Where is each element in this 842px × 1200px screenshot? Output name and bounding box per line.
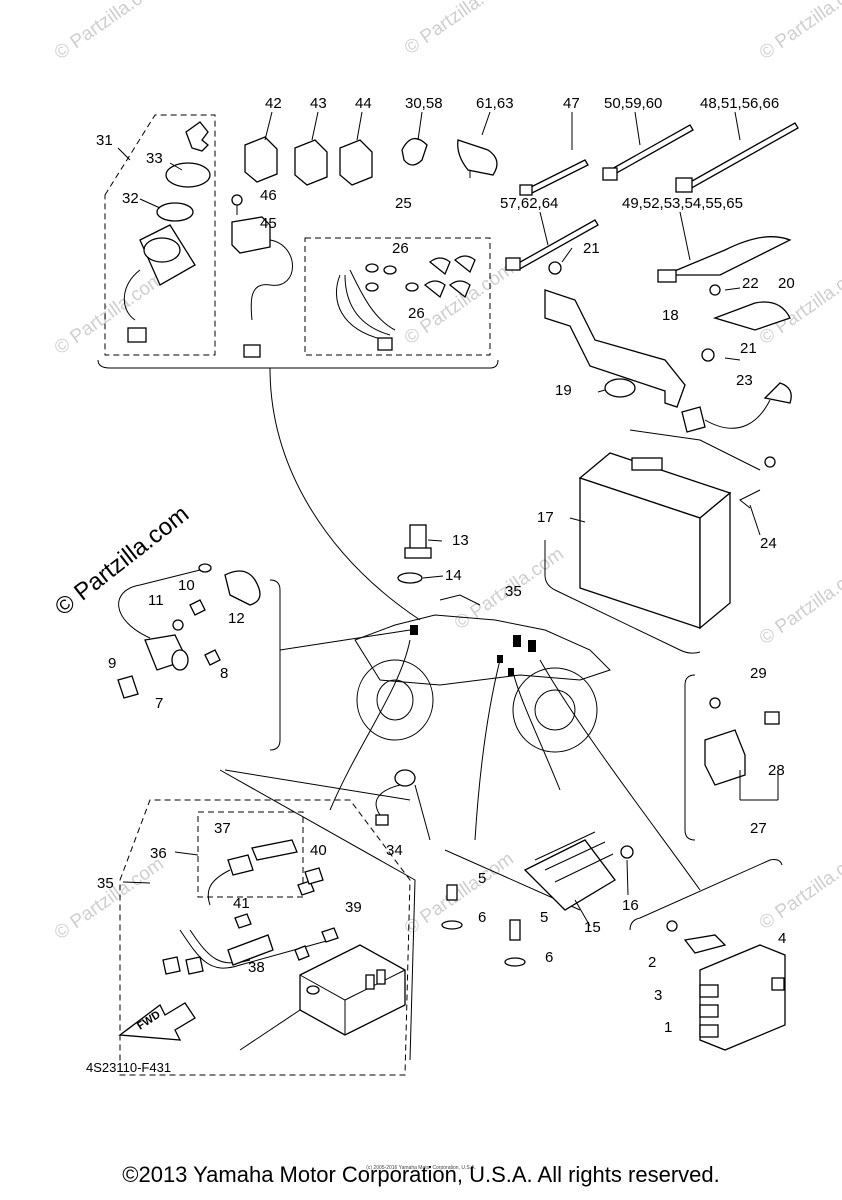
callout-label: 21 <box>740 340 757 357</box>
callout-label: 21 <box>583 240 600 257</box>
callout-label: 47 <box>563 95 580 112</box>
watermark: © Partzilla.com <box>756 843 842 934</box>
callout-label: 44 <box>355 95 372 112</box>
callout-label: 1 <box>664 1019 672 1036</box>
callout-label: 31 <box>96 132 113 149</box>
callout-label: 29 <box>750 665 767 682</box>
neutral-switch <box>224 769 431 841</box>
callout-label: 37 <box>214 820 231 837</box>
callout-label: 24 <box>760 535 777 552</box>
watermark: © Partzilla.com <box>756 0 842 64</box>
callout-label: 35 <box>97 875 114 892</box>
callout-label: 32 <box>122 190 139 207</box>
callout-label: 36 <box>150 845 167 862</box>
cdi-unit <box>629 859 786 1051</box>
callout-label: 16 <box>622 897 639 914</box>
clips <box>401 138 498 178</box>
callout-label: 26 <box>408 305 425 322</box>
callout-label: 3 <box>654 987 662 1004</box>
top-group-bracket <box>97 114 499 621</box>
callout-label: 10 <box>178 577 195 594</box>
callout-label: 13 <box>452 532 469 549</box>
main-harness-group <box>119 769 416 1076</box>
callout-label: 35 <box>505 583 522 600</box>
callout-label: 5 <box>540 909 548 926</box>
drawing-code: 4S23110-F431 <box>86 1060 172 1075</box>
sub-harness <box>336 255 476 351</box>
callout-label: 38 <box>248 959 265 976</box>
ignition-coil-group <box>117 563 281 751</box>
tiny-copyright: (c) 2005-2016 Yamaha Motor Corporation, … <box>366 1165 476 1171</box>
callout-leaders <box>117 111 761 927</box>
rectifier-regulator <box>441 831 634 967</box>
leader-lines <box>279 629 701 891</box>
footer-copyright: ©2013 Yamaha Motor Corporation, U.S.A. A… <box>122 1162 720 1187</box>
callout-label: 61,63 <box>476 95 514 112</box>
callout-label: 14 <box>445 567 462 584</box>
battery-bracket <box>544 261 791 408</box>
callout-labels: 42 43 44 30,58 61,63 47 50,59,60 48,51,5… <box>96 95 795 1036</box>
callout-label: 50,59,60 <box>604 95 662 112</box>
callout-label: 17 <box>537 509 554 526</box>
watermark: © Partzilla.com <box>401 258 518 349</box>
callout-label: 20 <box>778 275 795 292</box>
callout-label: 33 <box>146 150 163 167</box>
callout-label: 23 <box>736 372 753 389</box>
watermark: © Partzilla.com <box>51 853 168 944</box>
callout-label: 39 <box>345 899 362 916</box>
callout-label: 22 <box>742 275 759 292</box>
callout-label: 48,51,56,66 <box>700 95 779 112</box>
callout-label: 6 <box>478 909 486 926</box>
ignition-switch <box>123 121 211 343</box>
callout-label: 34 <box>386 842 403 859</box>
watermark: © Partzilla.com <box>401 0 518 59</box>
watermark: © Partzilla.com <box>51 0 168 64</box>
watermark-group: © Partzilla.com © Partzilla.com © Partzi… <box>51 0 842 944</box>
thermo-unit <box>397 524 432 584</box>
callout-label: 25 <box>395 195 412 212</box>
callout-label: 30,58 <box>405 95 443 112</box>
callout-label: 4 <box>778 930 786 947</box>
callout-label: 9 <box>108 655 116 672</box>
callout-label: 2 <box>648 954 656 971</box>
callout-label: 27 <box>750 820 767 837</box>
callout-label: 26 <box>392 240 409 257</box>
callout-label: 11 <box>148 592 164 609</box>
callout-label: 8 <box>220 665 228 682</box>
callout-label: 18 <box>662 307 679 324</box>
starter-relay-group <box>684 674 780 841</box>
callout-label: 28 <box>768 762 785 779</box>
callout-label: 43 <box>310 95 327 112</box>
callout-label: 41 <box>233 895 250 912</box>
callout-label: 12 <box>228 610 245 627</box>
callout-label: 57,62,64 <box>500 195 558 212</box>
callout-label: 49,52,53,54,55,65 <box>622 195 743 212</box>
relay <box>231 194 293 358</box>
callout-label: 45 <box>260 215 277 232</box>
callout-label: 15 <box>584 919 601 936</box>
atv-silhouette <box>354 594 611 753</box>
fwd-arrow: FWD <box>118 1002 196 1041</box>
callout-label: 5 <box>478 870 486 887</box>
callout-label: 6 <box>545 949 553 966</box>
battery <box>544 382 792 654</box>
callout-label: 19 <box>555 382 572 399</box>
callout-label: 42 <box>265 95 282 112</box>
couplers <box>244 136 373 186</box>
callout-label: 7 <box>155 695 163 712</box>
callout-label: 40 <box>310 842 327 859</box>
watermark: © Partzilla.com <box>756 558 842 649</box>
watermark: © Partzilla.com <box>51 268 168 359</box>
cable-ties <box>505 122 799 283</box>
callout-label: 46 <box>260 187 277 204</box>
